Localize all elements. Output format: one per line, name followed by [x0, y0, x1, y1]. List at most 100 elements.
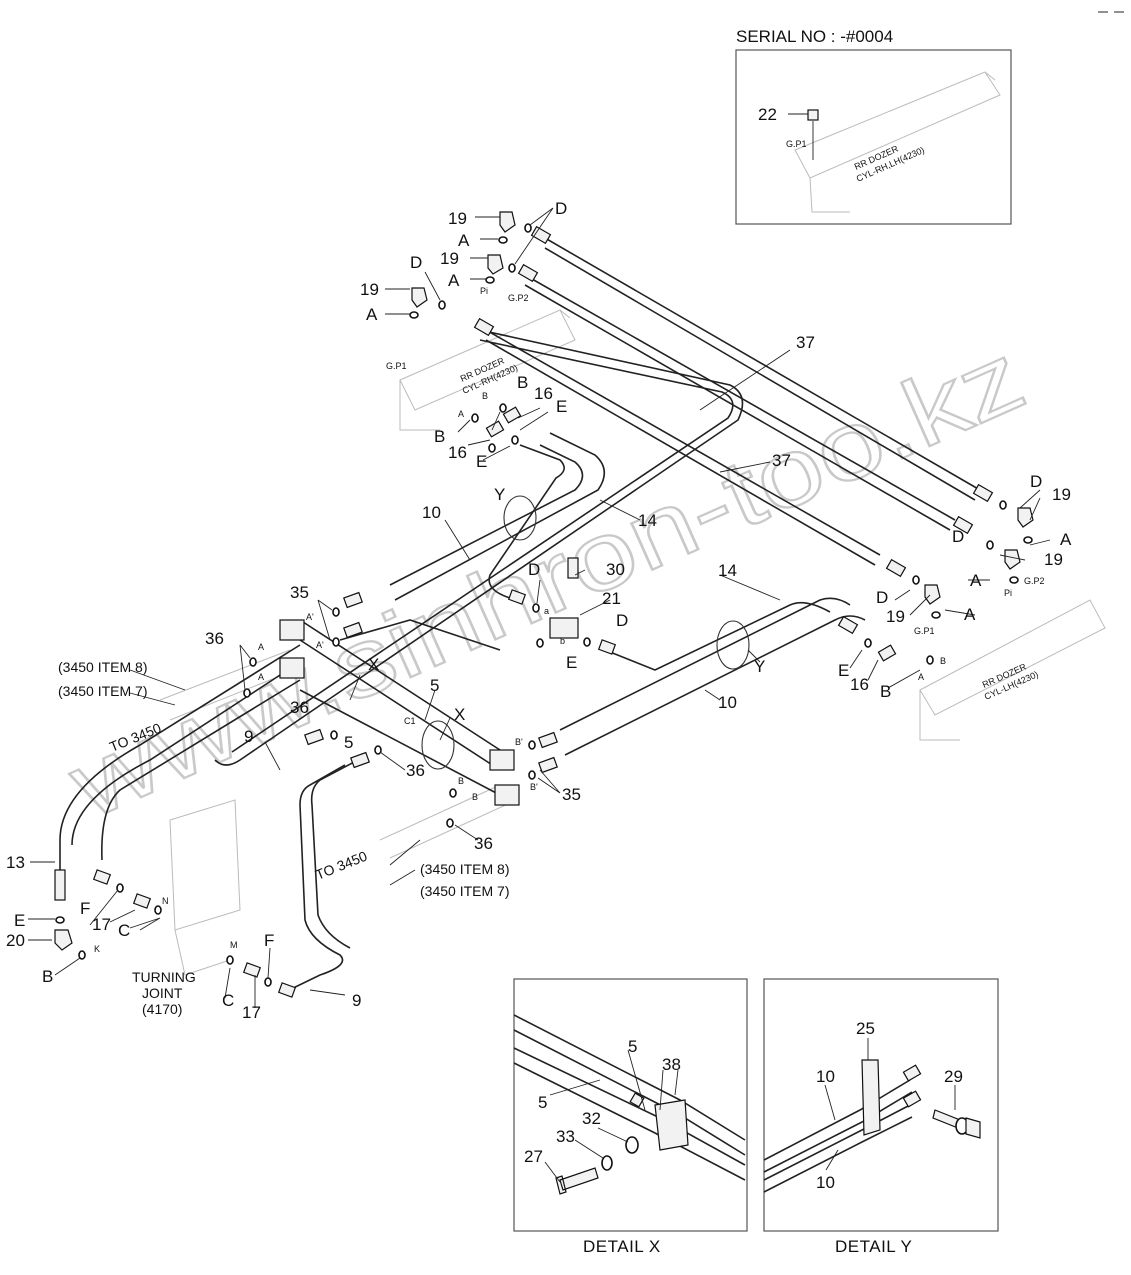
pipe-10-b [394, 432, 606, 601]
detail-x-pipe-4 [513, 1062, 746, 1181]
port-a: A [258, 672, 264, 682]
o-ring [226, 955, 234, 965]
callout-Y: Y [494, 485, 505, 504]
callout-C: C [118, 921, 130, 940]
hose-end [343, 621, 363, 639]
adapter-17 [132, 893, 152, 909]
plug-fitting-icon [807, 109, 819, 121]
callout-13: 13 [6, 853, 25, 872]
pipe-13-a [59, 644, 301, 870]
port-a: A [458, 409, 464, 419]
inset-cylinder-outline [794, 71, 1001, 213]
callout-D: D [616, 611, 628, 630]
callout-X: X [368, 655, 379, 674]
port-m: M [230, 940, 238, 950]
port-small-b: b [560, 636, 565, 646]
o-ring [532, 603, 540, 613]
washer-32-icon [625, 1136, 639, 1154]
callout-F: F [264, 931, 274, 950]
callout-E: E [566, 653, 577, 672]
detail-y-leaders [824, 1038, 956, 1171]
o-ring [508, 263, 516, 273]
callout-10: 10 [422, 503, 441, 522]
turning-joint-line3: (4170) [142, 1001, 182, 1017]
washer-33-icon [601, 1155, 613, 1171]
hose-ends [54, 225, 994, 998]
o-ring [264, 977, 272, 987]
callout-F: F [80, 899, 90, 918]
callout-19: 19 [1052, 485, 1071, 504]
detail-x-callout-5b: 5 [538, 1093, 547, 1112]
pipe-end [902, 1090, 922, 1108]
callout-35: 35 [562, 785, 581, 804]
callout-9: 9 [244, 727, 253, 746]
o-ring [55, 916, 65, 924]
pipe-end [902, 1064, 922, 1082]
port-b: B [482, 391, 488, 401]
hose-end [473, 317, 495, 337]
serial-inset-frame [735, 49, 1012, 225]
callout-19: 19 [440, 249, 459, 268]
callout-19: 19 [886, 607, 905, 626]
pipe-ref-upper [339, 619, 501, 651]
adapter-16 [877, 644, 897, 662]
adapter-16 [502, 406, 522, 424]
callout-14: 14 [638, 511, 657, 530]
clamp-nut [629, 1092, 645, 1108]
port-k: K [94, 944, 100, 954]
o-ring [1023, 536, 1033, 544]
callout-20: 20 [6, 931, 25, 950]
pipe-upper-1b [544, 247, 976, 501]
pipe-upper-1a [544, 237, 981, 491]
detail-y-pipe-2 [763, 1091, 913, 1173]
hose-end [538, 731, 558, 749]
pipe-37-lower-a [485, 329, 881, 556]
ref-to3450: TO 3450 [313, 848, 369, 883]
port-b1: B' [530, 782, 538, 792]
callout-21: 21 [602, 589, 621, 608]
o-ring [446, 818, 454, 828]
callout-D: D [555, 199, 567, 218]
detail-y-caption: DETAIL Y [835, 1237, 912, 1256]
o-ring [485, 276, 495, 284]
turning-joint-outline [169, 799, 241, 976]
elbow-20 [54, 929, 73, 951]
hose-end-13 [54, 869, 66, 901]
hose-end [92, 869, 112, 885]
o-ring [374, 745, 382, 755]
serial-inset: SERIAL NO : -#0004 22 G.P1 RR DOZER CYL-… [735, 27, 1012, 225]
o-ring [864, 638, 872, 648]
detail-x-callout-33: 33 [556, 1127, 575, 1146]
callout-37: 37 [772, 451, 791, 470]
turning-joint-line1: TURNING [132, 969, 196, 985]
hose-end [538, 756, 558, 774]
port-c1: C1 [404, 716, 416, 726]
pipe-10-right-a [559, 597, 851, 731]
detail-x-callout-32: 32 [582, 1109, 601, 1128]
elbow-19-lh-mid [1004, 549, 1021, 570]
callout-19: 19 [448, 209, 467, 228]
pipe-block-3 [299, 689, 501, 796]
o-ring [330, 730, 338, 740]
detail-y-circle-lower [716, 620, 750, 670]
detail-y-callout-29: 29 [944, 1067, 963, 1086]
bolt-27-icon [555, 1167, 599, 1195]
o-ring [986, 540, 994, 550]
o-ring [912, 575, 920, 585]
callout-B: B [880, 682, 891, 701]
detail-y-callout-10b: 10 [816, 1173, 835, 1192]
callout-E: E [838, 661, 849, 680]
callout-B: B [434, 427, 445, 446]
detail-x-panel: 5 38 5 32 33 27 DETAIL X [513, 978, 748, 1256]
o-ring [154, 905, 162, 915]
pipe-14-left [488, 444, 565, 599]
callout-16: 16 [534, 384, 553, 403]
o-ring [449, 788, 457, 798]
callout-36: 36 [205, 629, 224, 648]
port-gp1: G.P1 [386, 361, 407, 371]
callout-A: A [970, 571, 982, 590]
detail-y-pipe-4 [763, 1116, 913, 1193]
hose-end [507, 589, 527, 605]
callout-36: 36 [406, 761, 425, 780]
